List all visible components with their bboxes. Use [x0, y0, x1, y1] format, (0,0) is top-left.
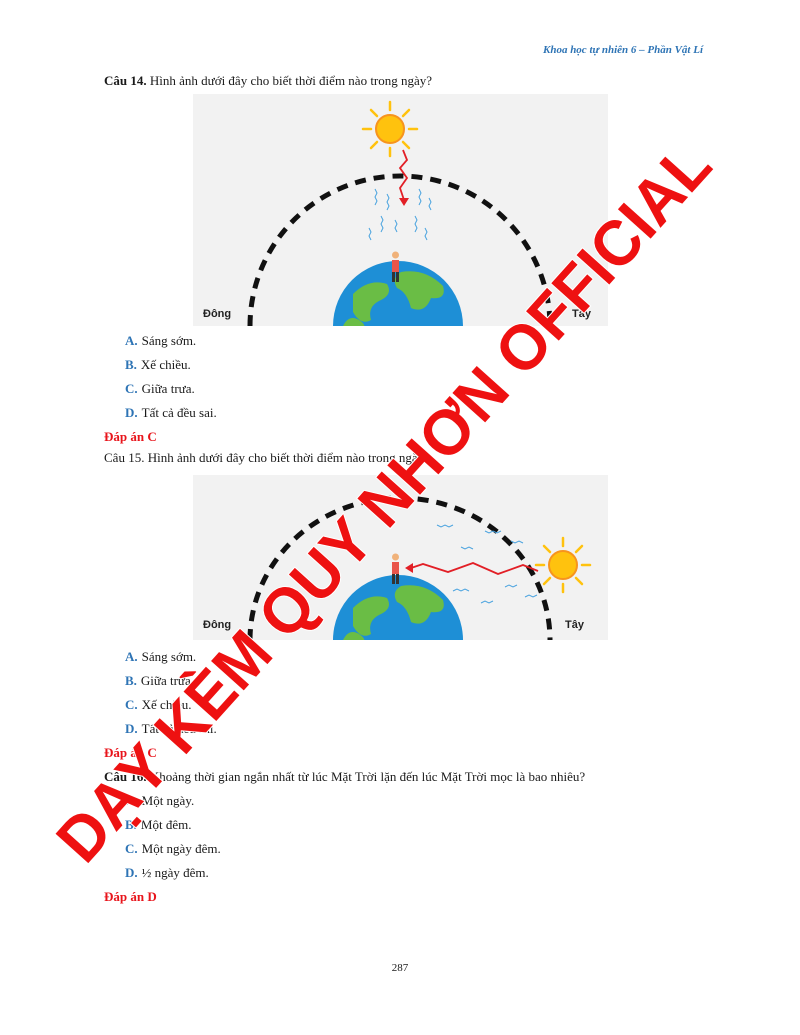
- option-letter: C.: [125, 381, 138, 396]
- person-icon: [392, 553, 399, 584]
- option-letter: A.: [125, 333, 138, 348]
- afternoon-diagram: Đông Tây: [203, 495, 592, 640]
- q16-option-a[interactable]: A.Một ngày.: [125, 793, 194, 809]
- q14-option-d[interactable]: D.Tất cả đều sai.: [125, 405, 217, 421]
- noon-diagram: Đông Tây: [203, 100, 592, 326]
- option-letter: A.: [125, 793, 138, 808]
- option-text: Giữa trưa.: [140, 673, 194, 688]
- earth-icon: [333, 575, 463, 640]
- question-14: Câu 14. Hình ảnh dưới đây cho biết thời …: [104, 73, 432, 89]
- option-letter: D.: [125, 405, 138, 420]
- option-text: Một ngày đêm.: [141, 841, 221, 856]
- option-letter: A.: [125, 649, 138, 664]
- option-letter: B.: [125, 673, 137, 688]
- option-letter: D.: [125, 865, 138, 880]
- q15-option-c[interactable]: C.Xế chiều.: [125, 697, 191, 713]
- q16-answer: Đáp án D: [104, 889, 157, 904]
- figure-afternoon: Đông Tây: [193, 475, 608, 640]
- option-letter: C.: [125, 841, 138, 856]
- option-text: Tất cả đều sai.: [141, 721, 217, 736]
- option-text: Sáng sớm.: [141, 649, 197, 664]
- question-14-text: Hình ảnh dưới đây cho biết thời điểm nào…: [149, 73, 433, 88]
- scattered-light: [368, 188, 432, 241]
- sun-ray-arrowhead: [399, 198, 409, 206]
- q16-option-d[interactable]: D.½ ngày đêm.: [125, 865, 209, 881]
- option-letter: C.: [125, 697, 138, 712]
- west-label: Tây: [572, 308, 592, 320]
- option-text: Một ngày.: [141, 793, 195, 808]
- sun-ray-arrowhead: [405, 563, 413, 573]
- q15-option-b[interactable]: B.Giữa trưa.: [125, 673, 194, 689]
- q15-option-d[interactable]: D.Tất cả đều sai.: [125, 721, 217, 737]
- option-text: Xế chiều.: [141, 697, 192, 712]
- question-15: Câu 15. Hình ảnh dưới đây cho biết thời …: [104, 450, 430, 466]
- figure-noon: Đông Tây: [193, 94, 608, 326]
- sun-icon: [534, 536, 592, 594]
- page-number: 287: [391, 962, 409, 974]
- option-text: Sáng sớm.: [141, 333, 197, 348]
- sky-dome: [247, 173, 553, 326]
- question-16-text: Khoảng thời gian ngắn nhất từ lúc Mặt Tr…: [149, 769, 586, 784]
- question-16: Câu 16. Khoảng thời gian ngắn nhất từ lú…: [104, 769, 585, 785]
- question-16-number: Câu 16.: [104, 769, 147, 784]
- q14-answer: Đáp án C: [104, 429, 157, 444]
- q16-option-b[interactable]: B.Một đêm.: [125, 817, 191, 833]
- west-label: Tây: [565, 619, 585, 631]
- earth-icon: [333, 261, 463, 326]
- sun-ray-arrow: [398, 149, 409, 201]
- sun-icon: [361, 100, 419, 158]
- sky-dome: [247, 495, 553, 640]
- option-text: Xế chiều.: [140, 357, 191, 372]
- running-header: Khoa học tự nhiên 6 – Phần Vật Lí: [542, 44, 703, 56]
- option-text: ½ ngày đêm.: [141, 865, 209, 880]
- option-letter: B.: [125, 357, 137, 372]
- person-icon: [392, 251, 399, 282]
- option-letter: D.: [125, 721, 138, 736]
- q15-option-a[interactable]: A.Sáng sớm.: [125, 649, 196, 665]
- scattered-light: [436, 524, 538, 604]
- question-14-number: Câu 14.: [104, 73, 147, 88]
- q15-answer: Đáp án C: [104, 745, 157, 760]
- sun-ray-arrow: [410, 562, 539, 575]
- q14-option-a[interactable]: A.Sáng sớm.: [125, 333, 196, 349]
- option-letter: B.: [125, 817, 137, 832]
- q16-option-c[interactable]: C.Một ngày đêm.: [125, 841, 221, 857]
- question-15-number: Câu 15.: [104, 450, 145, 465]
- q14-option-c[interactable]: C.Giữa trưa.: [125, 381, 195, 397]
- q14-option-b[interactable]: B.Xế chiều.: [125, 357, 191, 373]
- option-text: Tất cả đều sai.: [141, 405, 217, 420]
- option-text: Một đêm.: [140, 817, 192, 832]
- east-label: Đông: [203, 308, 231, 320]
- option-text: Giữa trưa.: [141, 381, 195, 396]
- question-15-text: Hình ảnh dưới đây cho biết thời điểm nào…: [147, 450, 430, 465]
- east-label: Đông: [203, 619, 231, 631]
